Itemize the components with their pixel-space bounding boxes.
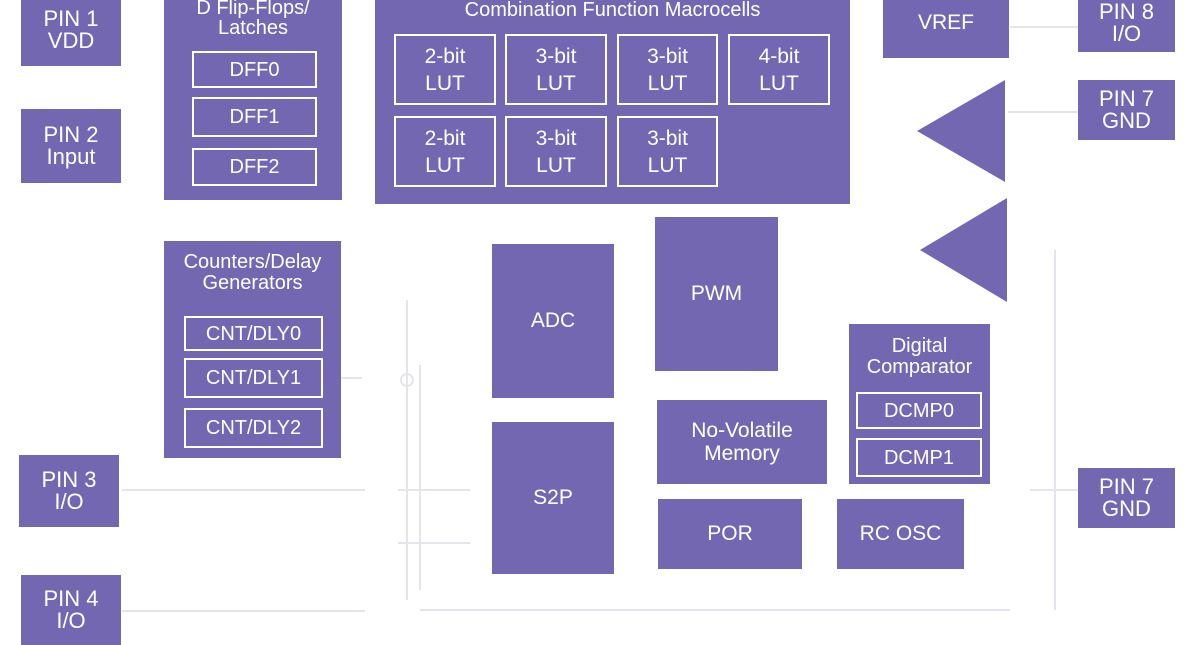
lut-label: LUT <box>425 153 465 177</box>
pin2-function: Input <box>46 144 96 169</box>
s2p-label: S2P <box>533 486 573 509</box>
pin8-name: PIN 8 <box>1098 0 1155 24</box>
pin7-bottom-function: GND <box>1102 496 1151 521</box>
pin4-function: I/O <box>56 608 86 633</box>
pin1-function: VDD <box>47 28 95 53</box>
pwm-block: PWM <box>655 217 778 371</box>
cnt-dly2-cell: CNT/DLY2 <box>184 408 323 448</box>
dff-latches-block: D Flip-Flops/ Latches DFF0 DFF1 DFF2 <box>164 0 342 200</box>
pin4-io: PIN 4 I/O <box>21 575 121 645</box>
pin7-top-function: GND <box>1102 108 1151 133</box>
dff2-cell: DFF2 <box>192 148 317 186</box>
pin8-io: PIN 8 I/O <box>1078 0 1175 52</box>
comparator-triangle-icon <box>920 198 1007 302</box>
pin3-name: PIN 3 <box>41 467 97 492</box>
pin7-gnd-top: PIN 7 GND <box>1078 80 1175 140</box>
non-volatile-memory-block: No-Volatile Memory <box>657 400 827 484</box>
s2p-block: S2P <box>492 422 614 574</box>
counters-delay-block: Counters/Delay Generators CNT/DLY0 CNT/D… <box>164 241 341 458</box>
lut-label: LUT <box>536 153 576 177</box>
vref-block: VREF <box>883 0 1009 58</box>
pin1-vdd: PIN 1 VDD <box>21 0 121 66</box>
lut-label: LUT <box>647 71 688 95</box>
dff0-cell: DFF0 <box>192 51 317 88</box>
por-block: POR <box>658 499 802 569</box>
pin3-io: PIN 3 I/O <box>19 455 119 527</box>
cnt-title-line2: Generators <box>202 272 303 294</box>
lut-bits-label: 3-bit <box>647 126 688 150</box>
dcmp-title-line1: Digital <box>891 335 948 357</box>
pin7-top-name: PIN 7 <box>1098 86 1155 111</box>
cfm-title: Combination Function Macrocells <box>464 0 761 21</box>
connection-wires <box>122 26 1078 612</box>
cnt-dly0-cell: CNT/DLY0 <box>184 316 323 351</box>
cnt-title-line1: Counters/Delay <box>183 251 322 273</box>
comparator-triangle-icon <box>917 80 1005 182</box>
rc-osc-block: RC OSC <box>837 499 964 569</box>
pin2-input: PIN 2 Input <box>21 109 121 183</box>
rc-osc-label: RC OSC <box>859 522 942 545</box>
dff-title-line2: Latches <box>217 17 289 39</box>
cnt-dly1-cell: CNT/DLY1 <box>184 358 323 398</box>
dff-title-line1: D Flip-Flops/ <box>196 0 310 19</box>
dcmp-title-line2: Comparator <box>866 356 973 378</box>
lut-bits-label: 4-bit <box>758 44 800 68</box>
lut-label: LUT <box>647 153 688 177</box>
pin8-function: I/O <box>1111 21 1142 46</box>
pin4-name: PIN 4 <box>43 586 99 611</box>
analog-comparator-triangles <box>917 80 1007 302</box>
pin2-name: PIN 2 <box>43 122 99 147</box>
lut-bits-label: 2-bit <box>424 126 466 150</box>
lut-bits-label: 3-bit <box>647 44 688 68</box>
lut-bits-label: 3-bit <box>535 126 577 150</box>
adc-block: ADC <box>492 244 614 398</box>
nvm-line2: Memory <box>704 442 780 465</box>
lut-label: LUT <box>759 71 799 95</box>
pin3-function: I/O <box>54 489 84 514</box>
pin1-name: PIN 1 <box>43 6 99 31</box>
dff1-cell: DFF1 <box>192 97 317 137</box>
dcmp0-cell: DCMP0 <box>856 392 982 429</box>
lut-label: LUT <box>536 71 576 95</box>
pwm-label: PWM <box>690 282 743 305</box>
por-label: POR <box>707 522 753 545</box>
pin7-gnd-bottom: PIN 7 GND <box>1078 468 1175 528</box>
lut-label: LUT <box>425 71 465 95</box>
adc-label: ADC <box>530 309 576 332</box>
digital-comparator-block: Digital Comparator DCMP0 DCMP1 <box>849 324 990 484</box>
lut-bits-label: 2-bit <box>424 44 466 68</box>
nvm-line1: No-Volatile <box>691 419 793 442</box>
vref-label: VREF <box>917 11 974 34</box>
lut-bits-label: 3-bit <box>535 44 577 68</box>
dcmp1-cell: DCMP1 <box>856 438 982 477</box>
pin7-bottom-name: PIN 7 <box>1098 474 1155 499</box>
